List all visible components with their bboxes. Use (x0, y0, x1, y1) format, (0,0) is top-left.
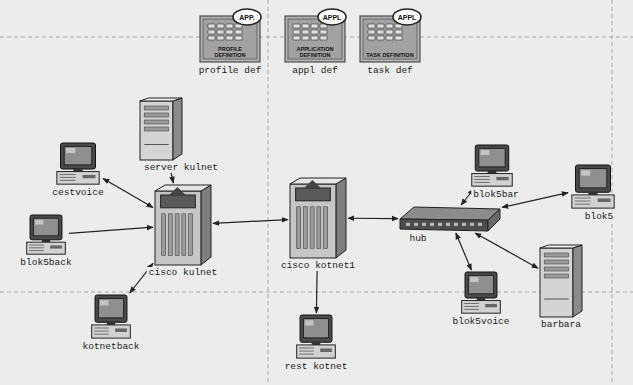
router-node: cisco kotnet1 (290, 178, 346, 258)
definition-object: APPLAPPLICATION DEFINITIONappl def (285, 16, 345, 62)
pc-node: cestvoice (55, 143, 101, 185)
node-label: blok5bar (471, 189, 521, 200)
node-label: profile def (197, 65, 264, 76)
node-label: blok5back (18, 257, 73, 268)
badge-text: APPL (394, 13, 420, 22)
server-node: barbara (540, 245, 582, 317)
definition-object: APP.PROFILE DEFINITIONprofile def (200, 16, 260, 62)
node-label: kotnetback (80, 341, 141, 352)
pc-icon (470, 145, 514, 187)
node-label: cisco kulnet (147, 267, 219, 278)
hub-node: hub (400, 207, 500, 231)
router-node: cisco kulnet (155, 185, 211, 265)
link-line (348, 218, 398, 220)
pc-icon (295, 315, 337, 359)
node-label: server kulnet (142, 162, 220, 173)
icon-caption: TASK DEFINITION (363, 52, 417, 58)
node-label: cisco kotnet1 (279, 260, 357, 271)
pc-node: kotnetback (90, 295, 132, 339)
pc-node: rest kotnet (295, 315, 337, 359)
link-line (475, 233, 538, 268)
link-line (103, 179, 153, 208)
node-label: appl def (290, 65, 340, 76)
server-node: server kulnet (140, 98, 182, 160)
node-label: task def (365, 65, 415, 76)
server-icon (540, 245, 582, 317)
definition-object: APPLTASK DEFINITIONtask def (360, 16, 420, 62)
router-icon (290, 178, 346, 258)
node-label: blok5voice (450, 316, 511, 327)
badge-text: APPL (319, 13, 345, 22)
pc-icon (460, 272, 502, 314)
hub-icon (400, 207, 500, 231)
node-label: barbara (539, 319, 583, 330)
node-label: cestvoice (50, 187, 105, 198)
node-label: blok5 (583, 211, 616, 222)
node-label: hub (407, 233, 428, 244)
pc-icon (90, 295, 132, 339)
router-icon (155, 185, 211, 265)
icon-caption: APPLICATION DEFINITION (288, 46, 342, 58)
link-line (456, 233, 472, 270)
badge-text: APP. (234, 13, 260, 22)
pc-icon (55, 143, 101, 185)
link-line (69, 227, 153, 233)
node-label: rest kotnet (283, 361, 350, 372)
icon-caption: PROFILE DEFINITION (203, 46, 257, 58)
server-icon (140, 98, 182, 160)
pc-node: blok5back (25, 215, 67, 255)
pc-node: blok5bar (470, 145, 514, 187)
pc-icon (570, 165, 616, 209)
pc-node: blok5 (570, 165, 616, 209)
link-line (213, 220, 288, 224)
pc-node: blok5voice (460, 272, 502, 314)
pc-icon (25, 215, 67, 255)
